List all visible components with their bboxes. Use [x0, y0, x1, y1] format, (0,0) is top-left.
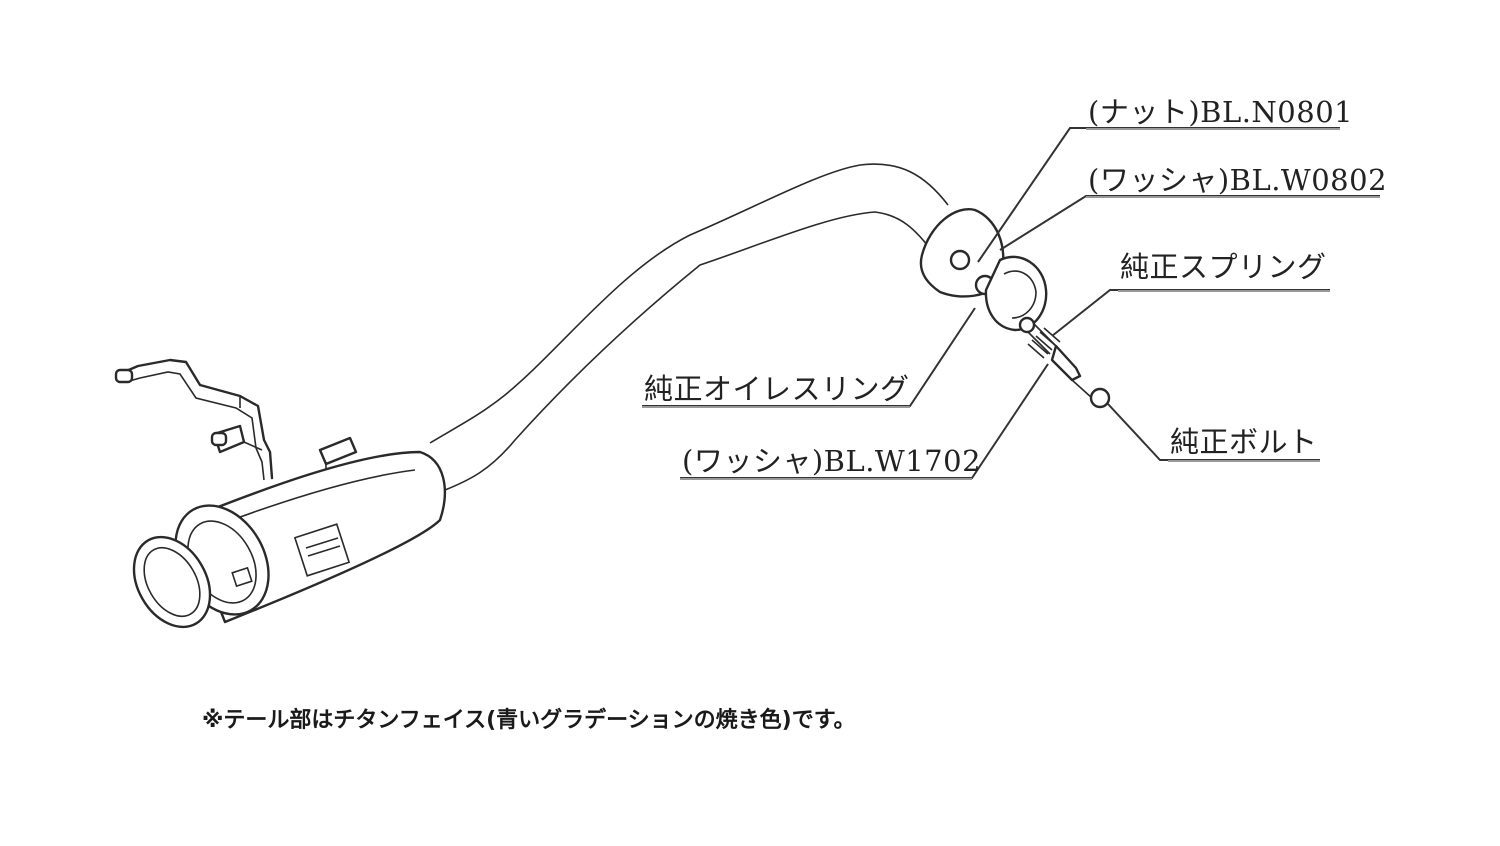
tail-tip	[132, 504, 270, 629]
label-nut-n0801: (ナット)BL.N0801	[1088, 95, 1353, 129]
spring-bolt	[1018, 316, 1111, 409]
label-genuine-bolt: 純正ボルト	[1170, 425, 1318, 459]
titanium-face-note: ※テール部はチタンフェイス(青いグラデーションの焼き色)です。	[202, 707, 856, 733]
label-genuine-spring: 純正スプリング	[1120, 250, 1327, 284]
label-genuine-eyelet-ring: 純正オイレスリング	[644, 372, 910, 406]
muffler-logo-badge	[293, 523, 351, 577]
flange-joint	[919, 208, 1111, 409]
exhaust-system-illustration	[114, 163, 1111, 629]
label-washer-w0802: (ワッシャ)BL.W0802	[1088, 163, 1387, 197]
callout-lines	[642, 127, 1380, 480]
exhaust-pipe	[429, 163, 949, 491]
hanger-bracket	[114, 358, 274, 481]
label-washer-w1702: (ワッシャ)BL.W1702	[682, 444, 981, 478]
part-labels: (ナット)BL.N0801 (ワッシャ)BL.W0802 純正スプリング 純正オ…	[644, 95, 1387, 478]
